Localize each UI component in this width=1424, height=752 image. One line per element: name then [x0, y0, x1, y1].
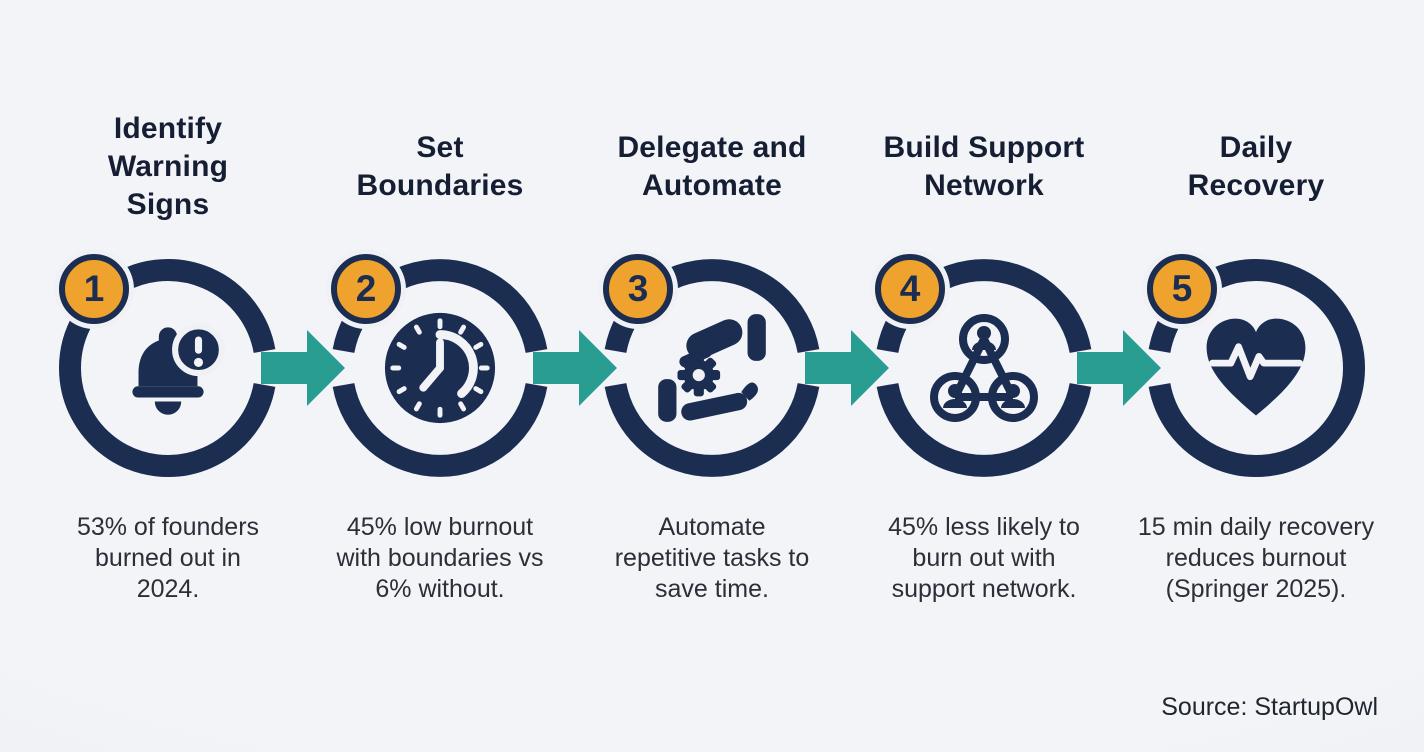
arrow-right-icon	[533, 330, 617, 406]
step-graphic: 2	[330, 254, 550, 478]
step-description: 45% less likely to burn out with support…	[888, 513, 1080, 603]
step-graphic: 1	[58, 254, 278, 478]
step-number: 3	[627, 268, 649, 309]
step-description: Automate repetitive tasks to save time.	[614, 513, 810, 603]
step-title: Delegate and Automate	[617, 131, 807, 202]
step-number: 5	[1171, 268, 1193, 309]
step-graphic: 3	[602, 254, 822, 478]
step-number-badge: 2	[331, 254, 401, 324]
step-number-badge: 1	[59, 254, 129, 324]
step-title: Set Boundaries	[356, 131, 524, 202]
people-network-icon	[930, 314, 1038, 422]
step-set-boundaries: Set Boundaries	[304, 0, 576, 605]
step-title: Identify Warning Signs	[107, 112, 229, 221]
step-title-box: Identify Warning Signs	[83, 72, 253, 262]
step-number-badge: 4	[875, 254, 945, 324]
step-title-box: Daily Recovery	[1171, 72, 1341, 262]
step-description: 45% low burnout with boundaries vs 6% wi…	[336, 513, 544, 603]
clock-icon	[384, 312, 496, 424]
hands-gear-icon	[658, 314, 766, 422]
arrow-right-icon	[261, 330, 345, 406]
step-number: 4	[899, 268, 921, 309]
step-identify-warning-signs: Identify Warning Signs 1 53% of	[32, 0, 304, 605]
step-title-box: Build Support Network	[859, 72, 1109, 262]
source-attribution: Source: StartupOwl	[1161, 693, 1378, 721]
step-number: 1	[83, 268, 105, 309]
step-number-badge: 5	[1147, 254, 1217, 324]
step-ring	[59, 259, 276, 477]
steps-row: Identify Warning Signs 1 53% of	[32, 0, 1392, 605]
step-description: 15 min daily recovery reduces burnout (S…	[1137, 513, 1375, 603]
heart-pulse-icon	[1206, 318, 1306, 416]
step-description: 53% of founders burned out in 2024.	[76, 513, 260, 603]
step-number: 2	[355, 268, 377, 309]
step-graphic: 5	[1146, 254, 1366, 478]
bell-alert-icon	[132, 323, 225, 415]
step-build-support-network: Build Support Network	[848, 0, 1120, 605]
step-title-box: Delegate and Automate	[587, 72, 837, 262]
step-number-badge: 3	[603, 254, 673, 324]
step-title: Daily Recovery	[1187, 131, 1325, 202]
step-title: Build Support Network	[883, 131, 1085, 202]
arrow-right-icon	[1077, 330, 1161, 406]
step-delegate-and-automate: Delegate and Automate	[576, 0, 848, 605]
step-daily-recovery: Daily Recovery 5 15 min daily recovery r…	[1120, 0, 1392, 605]
arrow-right-icon	[805, 330, 889, 406]
step-title-box: Set Boundaries	[345, 72, 535, 262]
step-graphic: 4	[874, 254, 1094, 478]
